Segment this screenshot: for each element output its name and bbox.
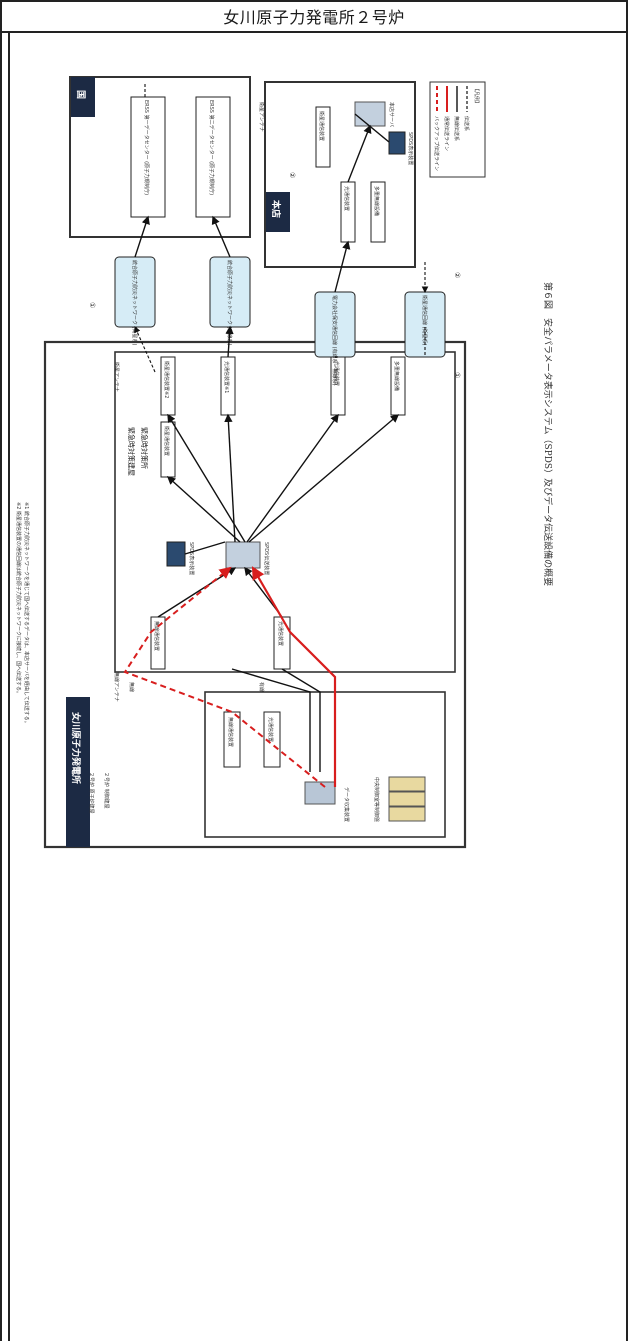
wireless-label: 無線 — [128, 682, 135, 692]
kuni-box — [69, 76, 251, 238]
honten-box — [264, 81, 416, 268]
reactor-building-box — [204, 691, 446, 838]
red-lines — [251, 566, 337, 787]
page-border-top — [0, 0, 628, 2]
spds-transmitter-icon — [225, 541, 261, 569]
spds-transmitter-label: SPDS伝送装置 — [263, 542, 270, 575]
sat-antenna-label-site: 衛星アンテナ — [113, 362, 120, 392]
ho-server-icon — [354, 101, 386, 127]
footnote-1: ※1 統合原子力防災ネットワークを通じて国へ伝送するデータは、本店サーバを経由し… — [23, 502, 30, 726]
optical-comm-3-label: 光通信装置 — [333, 361, 340, 386]
optical-comm-2-label: 光通信装置※1 — [223, 361, 230, 393]
marker-2b: ② — [453, 272, 461, 278]
site-outer-box — [43, 340, 467, 849]
legend-item-3: 通常伝送ライン — [443, 116, 450, 151]
site-label: 女川原子力発電所 — [70, 712, 82, 784]
marker-1b: ① — [453, 372, 461, 378]
kuni-label-box — [71, 77, 95, 117]
ho-multiplex-box — [370, 181, 386, 243]
wireless-comm-rb-label: 無線通信装置 — [227, 717, 234, 747]
ho-spds-display-label: SPDS表示装置 — [407, 132, 414, 165]
sat-comm-1-label: 衛星通信装置 — [163, 426, 170, 456]
margin-rule — [8, 32, 10, 1341]
multiplex-radio-label: 多重無線設備 — [393, 361, 400, 391]
spds-display-icon — [166, 541, 186, 567]
erss1-label: ERSS 第一データセンター (原子力規制庁) — [143, 100, 150, 195]
erss2-label: ERSS 第二データセンター (原子力規制庁) — [208, 100, 215, 195]
honten-label: 本店 — [270, 200, 282, 218]
wireless-comm-tsc-label: 無線通信装置 — [153, 621, 160, 651]
control-panel-2 — [388, 791, 426, 807]
legend-title: 【凡例】 — [473, 86, 480, 106]
marker-2a: ② — [288, 172, 296, 178]
diagram-caption: 第６図 安全パラメータ表示システム（SPDS）及びデータ伝送設備の概要 — [542, 282, 554, 586]
spds-display-label: SPDS表示装置 — [188, 542, 195, 575]
page-border-left — [0, 0, 2, 1341]
ho-server-label: 本店サーバ — [388, 102, 395, 127]
control-building-label: ２号炉 制御建屋 — [103, 772, 110, 809]
tsc-building-box — [114, 351, 456, 673]
site-label-box — [66, 697, 90, 847]
ho-sat-label: 衛星通信装置 — [318, 111, 325, 141]
wireless-comm-rb-box — [223, 711, 241, 768]
honten-label-box — [266, 192, 290, 232]
header-divider — [0, 31, 628, 33]
control-panel-1 — [388, 776, 426, 792]
net4-label: 衛星通信回線 (衛星系) — [421, 295, 428, 346]
legend-item-1: 伝送系 — [463, 116, 470, 131]
ho-sat-box — [315, 106, 331, 168]
data-collect-server — [304, 781, 336, 805]
control-panel-3 — [388, 806, 426, 822]
sat-comm-2-label: 衛星通信装置※2 — [163, 361, 170, 398]
reactor-building-label: ２号炉 原子炉建屋 — [88, 772, 95, 814]
ho-multiplex-label: 多重無線設備 — [373, 186, 380, 216]
wired-label: 有線 — [258, 682, 265, 692]
optical-comm-rb-box — [263, 711, 281, 768]
ho-optical-label: 光通信装置 — [343, 186, 350, 211]
antenna-label-rb: 無線アンテナ — [113, 672, 120, 702]
red-backup-lines — [123, 566, 326, 788]
kuni-label: 国 — [75, 90, 86, 99]
page-title: 女川原子力発電所２号炉 — [223, 7, 405, 27]
marker-1a: ① — [88, 302, 96, 308]
net1-label: 統合原子力防災ネットワーク (衛星系) — [131, 260, 138, 346]
legend-item-4: バックアップ伝送ライン — [433, 116, 440, 171]
legend-box — [429, 81, 486, 178]
net2-label: 統合原子力防災ネットワーク (有線系) — [226, 260, 233, 346]
tsc-building-label: 緊急時対策建屋 — [127, 427, 136, 476]
sat-antenna-label-ho: 衛星アンテナ — [258, 102, 265, 132]
wireless-lines — [134, 82, 429, 373]
tsc-label: 緊急時対策所 — [140, 427, 149, 469]
page-border-right — [626, 0, 628, 1341]
legend-item-2: 無線伝送系 — [453, 116, 460, 141]
optical-comm-tsc-label: 光通信装置 — [277, 621, 284, 646]
data-collect-label: データ収集装置 — [343, 787, 350, 822]
net3-label: 電力会社保安通信回線 (有線系・無線系) — [331, 295, 338, 386]
optical-comm-rb-label: 光通信装置 — [267, 717, 274, 742]
footnote-2: ※2 衛星通信装置の通信回線は統合原子力防災ネットワークに接続し、国へ伝送する。 — [15, 502, 22, 696]
control-panel-label: 中央制御室等制御盤 — [373, 777, 380, 822]
ho-spds-display-icon — [388, 131, 406, 155]
